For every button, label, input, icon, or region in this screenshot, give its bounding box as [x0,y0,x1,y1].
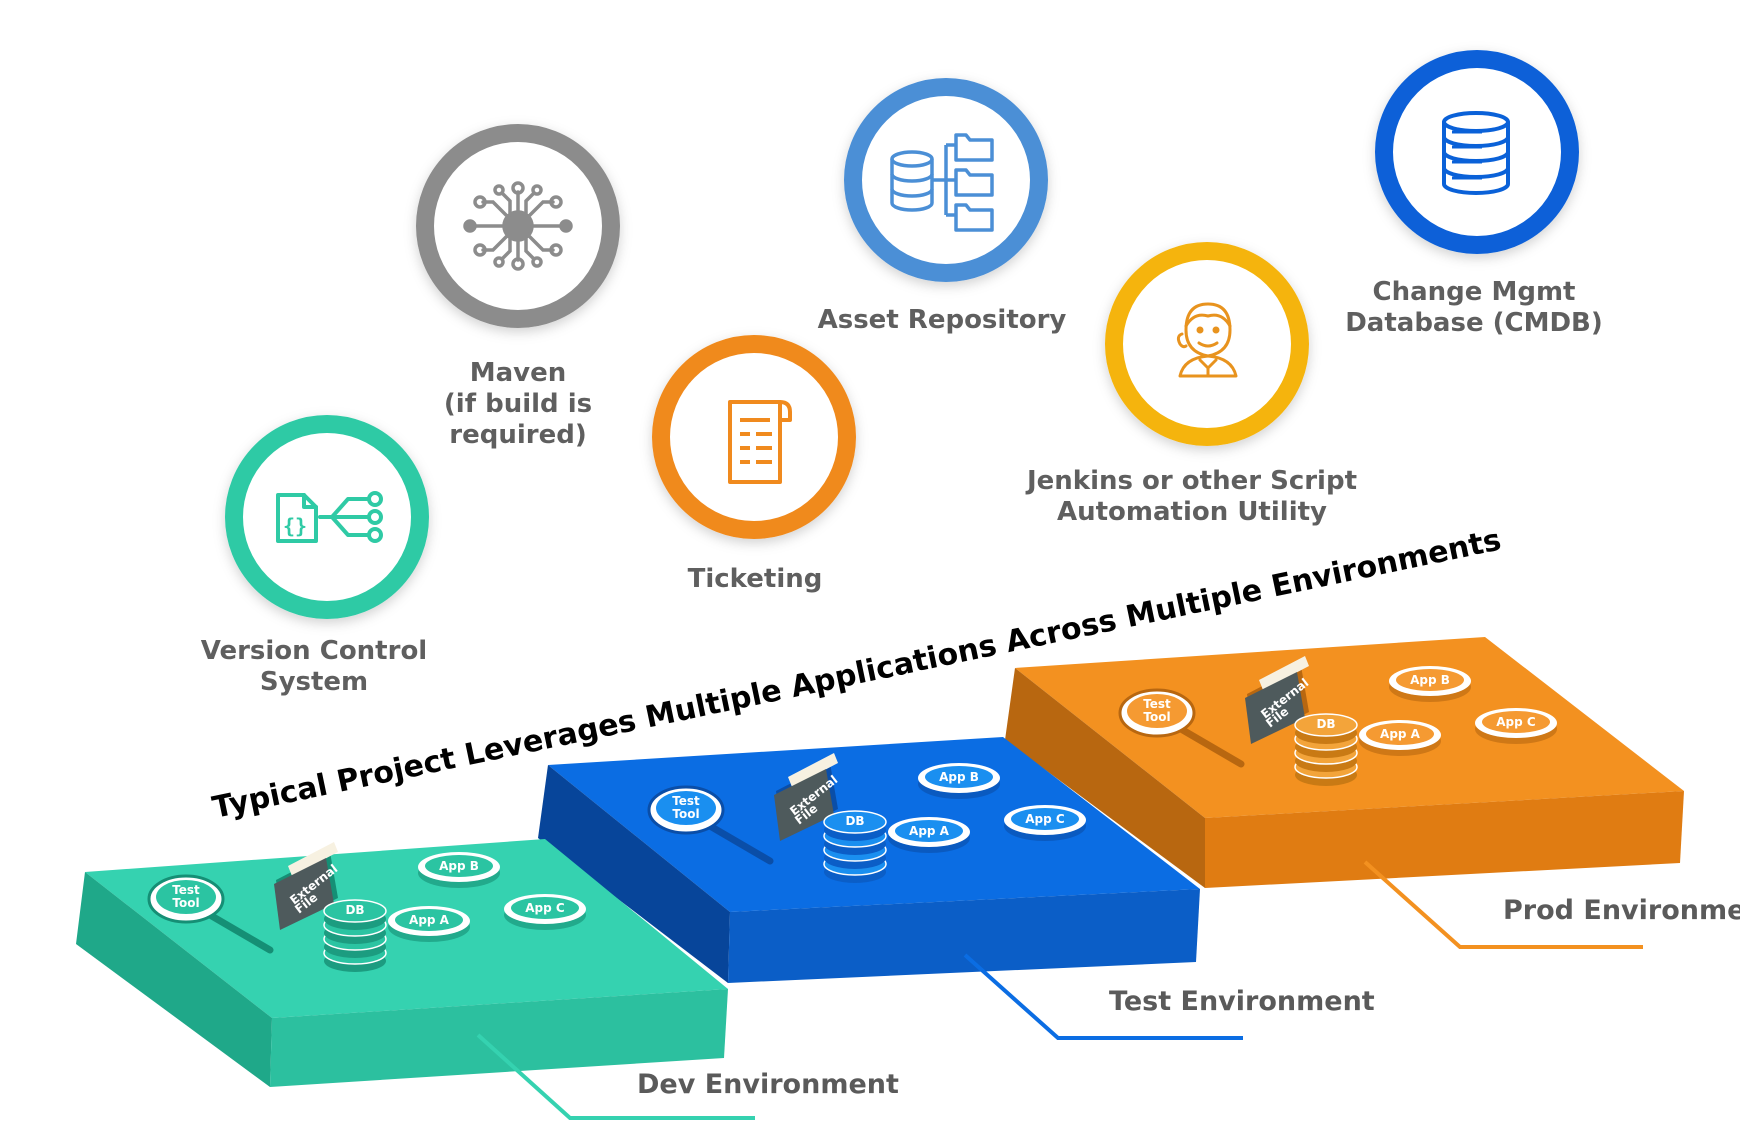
connector-prod [1363,860,1643,949]
app-a-label-prod: App A [1380,727,1421,741]
app-b-label-dev: App B [439,859,479,873]
app-c-chip-dev: App C [504,894,586,930]
version-control-icon: {} [276,491,383,543]
tool-label-jenkins-2: Automation Utility [1057,497,1327,527]
env-label-dev: Dev Environment [637,1069,899,1100]
jenkins-butler-icon [1176,302,1238,378]
app-a-chip-test: App A [888,817,970,853]
app-b-label-prod: App B [1410,673,1450,687]
app-a-chip-prod: App A [1359,720,1441,756]
db-cylinder-icon-test: DB [823,810,887,883]
tool-label-cmdb-1: Change Mgmt [1373,277,1576,307]
platform-dev-left [76,872,272,1087]
db-label-prod: DB [1316,717,1335,731]
db-label-test: DB [845,814,864,828]
server-database-icon [1442,111,1510,195]
tool-version-control: {} Version Control System [201,415,429,697]
db-cylinder-icon-prod: DB [1294,713,1358,786]
app-c-label-dev: App C [525,901,565,915]
app-a-label-test: App A [909,824,950,838]
database-folders-icon [890,133,994,232]
test-tool-label-2-prod: Tool [1143,710,1170,724]
connector-test [963,953,1243,1040]
connector-dev [476,1033,755,1120]
document-scroll-icon [728,400,792,484]
db-cylinder-icon-dev: DB [323,899,387,972]
tool-ticketing: Ticketing [652,335,856,594]
env-label-prod: Prod Environment [1503,895,1740,926]
test-tool-label-1-test: Test [672,794,700,808]
tool-label-cmdb-2: Database (CMDB) [1345,308,1603,338]
tool-jenkins: Jenkins or other Script Automation Utili… [1025,242,1357,527]
platform-test-left [538,765,730,983]
app-b-chip-dev: App B [418,852,500,888]
tool-ring-jenkins [1105,242,1309,446]
circuit-hub-icon [463,181,573,271]
tool-label-ticketing: Ticketing [688,564,823,594]
app-b-chip-prod: App B [1389,666,1471,702]
tool-maven: Maven (if build is required) [416,124,620,450]
tool-asset-repository: Asset Repository [818,78,1067,335]
app-a-chip-dev: App A [388,906,470,942]
tool-label-maven-1: Maven [470,358,567,388]
test-tool-label-1-dev: Test [172,883,200,897]
app-c-chip-prod: App C [1475,708,1557,744]
db-label-dev: DB [345,903,364,917]
tool-label-maven-2: (if build is [444,389,592,419]
tool-label-asset-repository: Asset Repository [818,305,1067,335]
tool-label-jenkins-1: Jenkins or other Script [1025,466,1357,496]
tool-label-maven-3: required) [449,420,586,450]
tool-label-version-control-2: System [260,667,368,697]
tool-ring-cmdb [1375,50,1579,254]
app-c-label-test: App C [1025,812,1065,826]
test-tool-label-2-dev: Tool [172,896,199,910]
tool-cmdb: Change Mgmt Database (CMDB) [1345,50,1603,338]
app-a-label-dev: App A [409,913,450,927]
env-label-test: Test Environment [1109,986,1375,1017]
platform-prod-left [1005,668,1205,888]
svg-text:{}: {} [283,514,307,538]
test-tool-label-2-test: Tool [672,807,699,821]
test-tool-label-1-prod: Test [1143,697,1171,711]
app-c-chip-test: App C [1004,805,1086,841]
app-c-label-prod: App C [1496,715,1536,729]
platform-test-front [728,889,1200,983]
app-b-chip-test: App B [918,763,1000,799]
tool-ring-ticketing [652,335,856,539]
platform-dev-front [270,989,728,1087]
app-b-label-test: App B [939,770,979,784]
platform-prod-front [1205,791,1684,888]
tool-label-version-control-1: Version Control [201,636,427,666]
